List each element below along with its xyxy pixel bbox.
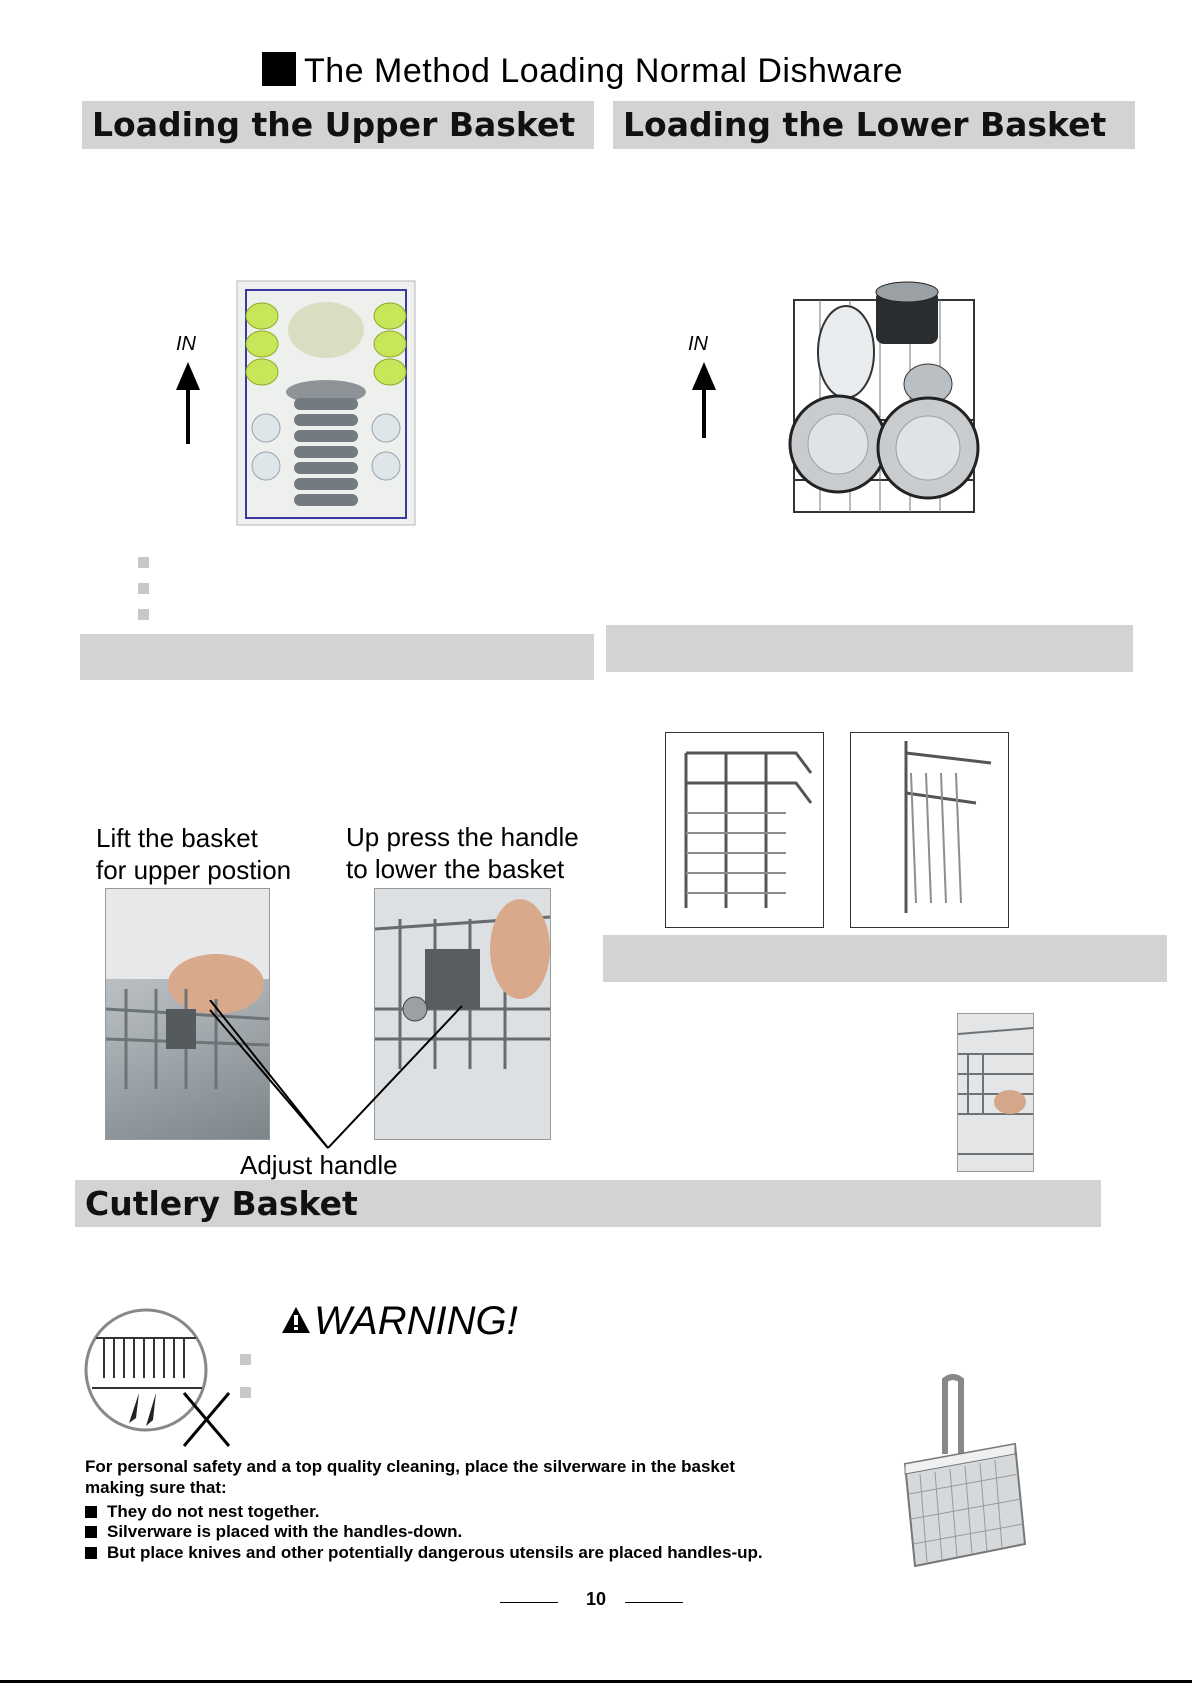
upper-in-label: IN — [176, 333, 196, 355]
lift-basket-photo — [105, 888, 270, 1140]
upper-basket-heading: Loading the Upper Basket — [92, 105, 576, 144]
bullet-square-icon — [85, 1547, 97, 1559]
page-title: The Method Loading Normal Dishware — [262, 52, 903, 91]
upper-basket-illustration — [236, 280, 416, 526]
lower-basket-heading: Loading the Lower Basket — [623, 105, 1107, 144]
bullet-square-icon — [85, 1506, 97, 1518]
bullet-square-icon — [240, 1387, 251, 1398]
tines-photo — [957, 1013, 1034, 1172]
lower-in-label: IN — [688, 333, 708, 355]
page-number: 10 — [586, 1589, 607, 1609]
lift-caption: Lift the basket for upper postion — [96, 823, 292, 885]
lower-basket-heading-band: Loading the Lower Basket — [613, 101, 1135, 149]
tines-band — [603, 935, 1167, 982]
up-arrow-icon — [176, 362, 200, 444]
rack-upright-photo — [665, 732, 824, 928]
bullet-square-icon — [138, 609, 149, 620]
wrong-placement-illustration — [84, 1308, 231, 1447]
bullet-square-icon — [138, 583, 149, 594]
title-square-icon — [262, 52, 296, 86]
upper-basket-heading-band: Loading the Upper Basket — [82, 101, 594, 149]
cutlery-basket-illustration — [903, 1374, 1027, 1568]
folding-racks-band — [606, 625, 1133, 672]
list-item: They do not nest together. — [85, 1501, 320, 1522]
bullet-square-icon — [85, 1526, 97, 1538]
bullet-square-icon — [240, 1354, 251, 1365]
warning-triangle-icon — [282, 1307, 310, 1333]
cutlery-intro: For personal safety and a top quality cl… — [85, 1457, 735, 1497]
rack-folded-photo — [850, 732, 1009, 928]
lower-basket-illustration — [788, 281, 980, 513]
press-caption: Up press the handle to lower the basket — [346, 822, 579, 884]
adjust-handle-callout-lines — [209, 1000, 463, 1149]
list-item: Silverware is placed with the handles-do… — [85, 1521, 462, 1542]
bullet-square-icon — [138, 557, 149, 568]
up-arrow-icon — [692, 362, 716, 438]
list-item: But place knives and other potentially d… — [85, 1542, 763, 1563]
page-bottom-rule — [0, 1680, 1192, 1683]
adjust-upper-basket-band — [80, 634, 594, 680]
lower-basket-photo — [374, 888, 551, 1140]
page-number-rule-left — [500, 1602, 558, 1603]
adjust-handle-label: Adjust handle — [240, 1150, 398, 1180]
cutlery-basket-heading-band: Cutlery Basket — [75, 1180, 1101, 1227]
warning-title: WARNING! — [314, 1299, 518, 1343]
page-number-rule-right — [625, 1602, 683, 1603]
cutlery-basket-heading: Cutlery Basket — [85, 1184, 358, 1223]
